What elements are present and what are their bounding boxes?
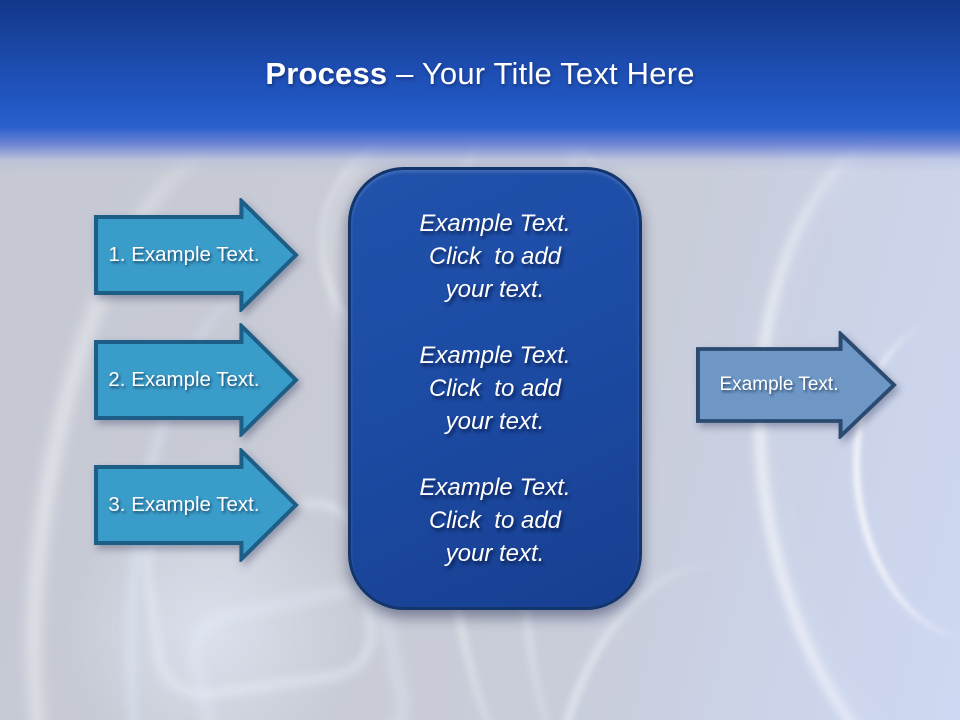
process-arrow-3[interactable]: 3. Example Text. <box>94 448 300 562</box>
arrow-right-icon <box>94 323 299 437</box>
result-arrow[interactable]: Example Text. <box>696 331 898 439</box>
arrow-right-icon <box>94 448 299 562</box>
process-text-panel[interactable]: Example Text. Click to add your text. Ex… <box>348 167 642 610</box>
panel-placeholder-text-3[interactable]: Example Text. Click to add your text. <box>419 474 571 567</box>
process-arrow-2[interactable]: 2. Example Text. <box>94 323 300 437</box>
arrow-right-icon <box>94 198 299 312</box>
panel-placeholder-text-1[interactable]: Example Text. Click to add your text. <box>419 210 571 303</box>
header-band: Process – Your Title Text Here <box>0 0 960 172</box>
arrow-right-icon <box>696 331 897 439</box>
page-title-emphasis: Process <box>265 56 388 91</box>
panel-placeholder-text-2[interactable]: Example Text. Click to add your text. <box>419 342 571 435</box>
process-arrow-2-label: 2. Example Text. <box>108 368 260 391</box>
page-title-rest: – Your Title Text Here <box>387 56 695 91</box>
process-arrow-1-label: 1. Example Text. <box>108 243 260 266</box>
page-title[interactable]: Process – Your Title Text Here <box>0 54 960 94</box>
process-arrow-1[interactable]: 1. Example Text. <box>94 198 300 312</box>
process-arrow-3-label: 3. Example Text. <box>108 493 260 516</box>
result-arrow-label: Example Text. <box>719 374 839 395</box>
